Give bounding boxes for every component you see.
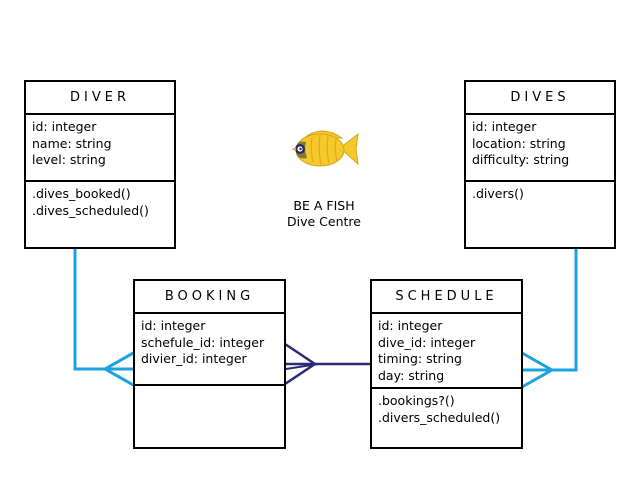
butterflyfish-icon xyxy=(291,130,359,167)
diver-method: .dives_booked() xyxy=(32,186,131,201)
dives-attribute: difficulty: string xyxy=(472,152,570,167)
dives-schedule-connector xyxy=(521,249,578,389)
logo-line-1: BE A FISH xyxy=(293,198,355,213)
dives-attributes: id: integer location: string difficulty:… xyxy=(466,115,614,182)
dives-methods: .divers() xyxy=(466,182,614,207)
diver-attributes: id: integer name: string level: string xyxy=(26,115,174,182)
booking-schedule-connector xyxy=(284,342,372,386)
dives-attribute: location: string xyxy=(472,135,566,151)
diver-booking-connector xyxy=(73,249,136,388)
logo-line-2: Dive Centre xyxy=(287,214,361,229)
diver-class-name: DIVER xyxy=(26,82,174,115)
booking-attribute: schefule_id: integer xyxy=(141,334,265,350)
dives-class-box: DIVES id: integer location: string diffi… xyxy=(464,80,616,249)
diver-attribute: level: string xyxy=(32,152,106,167)
schedule-attribute: timing: string xyxy=(378,351,462,366)
booking-methods xyxy=(135,386,284,394)
diver-attribute: name: string xyxy=(32,135,112,151)
diver-method: .dives_scheduled() xyxy=(32,202,149,218)
schedule-attribute: day: string xyxy=(378,367,445,383)
schedule-methods: .bookings?() .divers_scheduled() xyxy=(372,389,521,430)
dives-attribute: id: integer xyxy=(472,119,537,134)
schedule-attribute: dive_id: integer xyxy=(378,334,476,350)
booking-attribute: divier_id: integer xyxy=(141,351,247,366)
booking-attributes: id: integer schefule_id: integer divier_… xyxy=(135,314,284,386)
dives-class-name: DIVES xyxy=(466,82,614,115)
schedule-class-box: SCHEDULE id: integer dive_id: integer ti… xyxy=(370,279,523,449)
schedule-attributes: id: integer dive_id: integer timing: str… xyxy=(372,314,521,389)
schedule-method: .divers_scheduled() xyxy=(378,409,501,425)
booking-class-name: BOOKING xyxy=(135,281,284,314)
diver-methods: .dives_booked() .dives_scheduled() xyxy=(26,182,174,223)
schedule-class-name: SCHEDULE xyxy=(372,281,521,314)
diver-attribute: id: integer xyxy=(32,119,97,134)
logo-caption: BE A FISH Dive Centre xyxy=(264,198,384,230)
schedule-method: .bookings?() xyxy=(378,393,455,408)
booking-attribute: id: integer xyxy=(141,318,206,333)
dives-method: .divers() xyxy=(472,186,524,201)
diver-class-box: DIVER id: integer name: string level: st… xyxy=(24,80,176,249)
booking-class-box: BOOKING id: integer schefule_id: integer… xyxy=(133,279,286,449)
schedule-attribute: id: integer xyxy=(378,318,443,333)
